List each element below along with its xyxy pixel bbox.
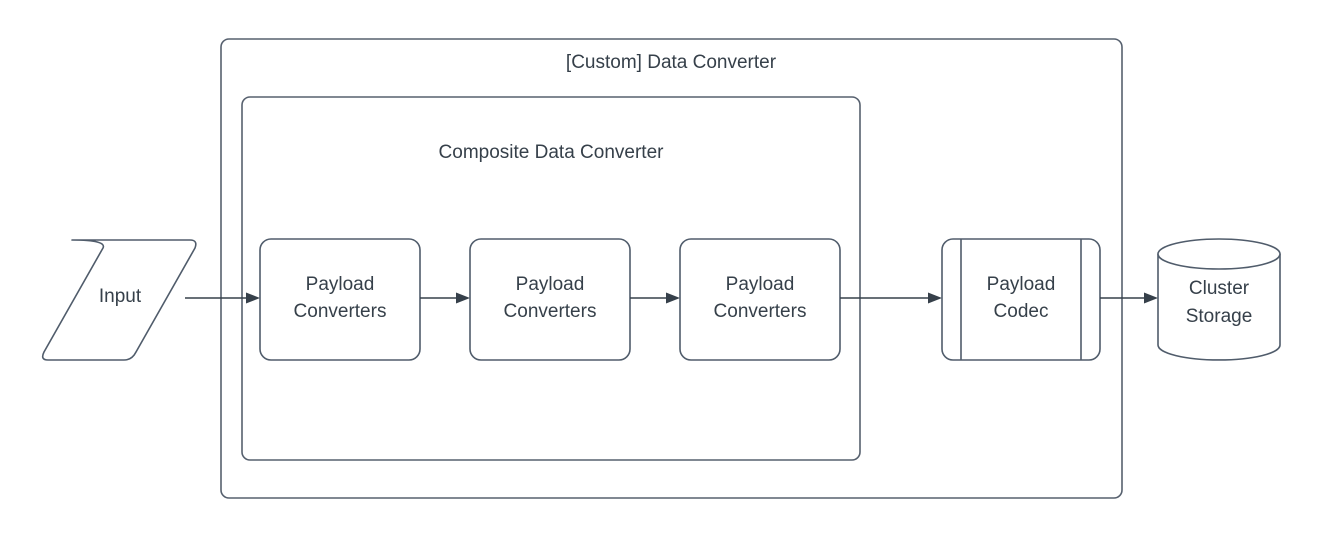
node-input-label: Input [99, 286, 142, 307]
node-cluster-storage-label-line2: Storage [1186, 306, 1253, 327]
node-input[interactable] [41, 239, 197, 361]
inner-group-label: Composite Data Converter [439, 142, 665, 163]
node-payload-codec-label-line1: Payload [987, 274, 1056, 295]
inner-group-composite-data-converter[interactable] [241, 96, 861, 461]
node-payload-converters-1-label-line1: Payload [306, 274, 375, 295]
node-payload-codec-label-line2: Codec [994, 301, 1049, 322]
node-cluster-storage[interactable] [1157, 238, 1281, 361]
node-payload-converters-3-label-line2: Converters [714, 301, 807, 322]
node-payload-converters-1-label-line2: Converters [294, 301, 387, 322]
edge-payload-codec-to-cluster-storage [1100, 292, 1158, 304]
node-cluster-storage-label-line1: Cluster [1189, 278, 1250, 299]
edge-payload-converters-2-to-3 [630, 292, 680, 304]
edge-input-to-payload-converters-1 [185, 292, 260, 304]
node-payload-converters-2[interactable] [469, 238, 631, 361]
node-payload-converters-1[interactable] [259, 238, 421, 361]
outer-group-label: [Custom] Data Converter [566, 52, 777, 73]
node-payload-converters-3-label-line1: Payload [726, 274, 795, 295]
node-payload-converters-3[interactable] [679, 238, 841, 361]
outer-group-custom-data-converter[interactable] [220, 38, 1123, 499]
edge-payload-converters-1-to-2 [420, 292, 470, 304]
node-payload-converters-2-label-line2: Converters [504, 301, 597, 322]
node-payload-converters-2-label-line1: Payload [516, 274, 585, 295]
edge-payload-converters-3-to-payload-codec [840, 292, 942, 304]
node-payload-codec[interactable] [941, 238, 1101, 361]
